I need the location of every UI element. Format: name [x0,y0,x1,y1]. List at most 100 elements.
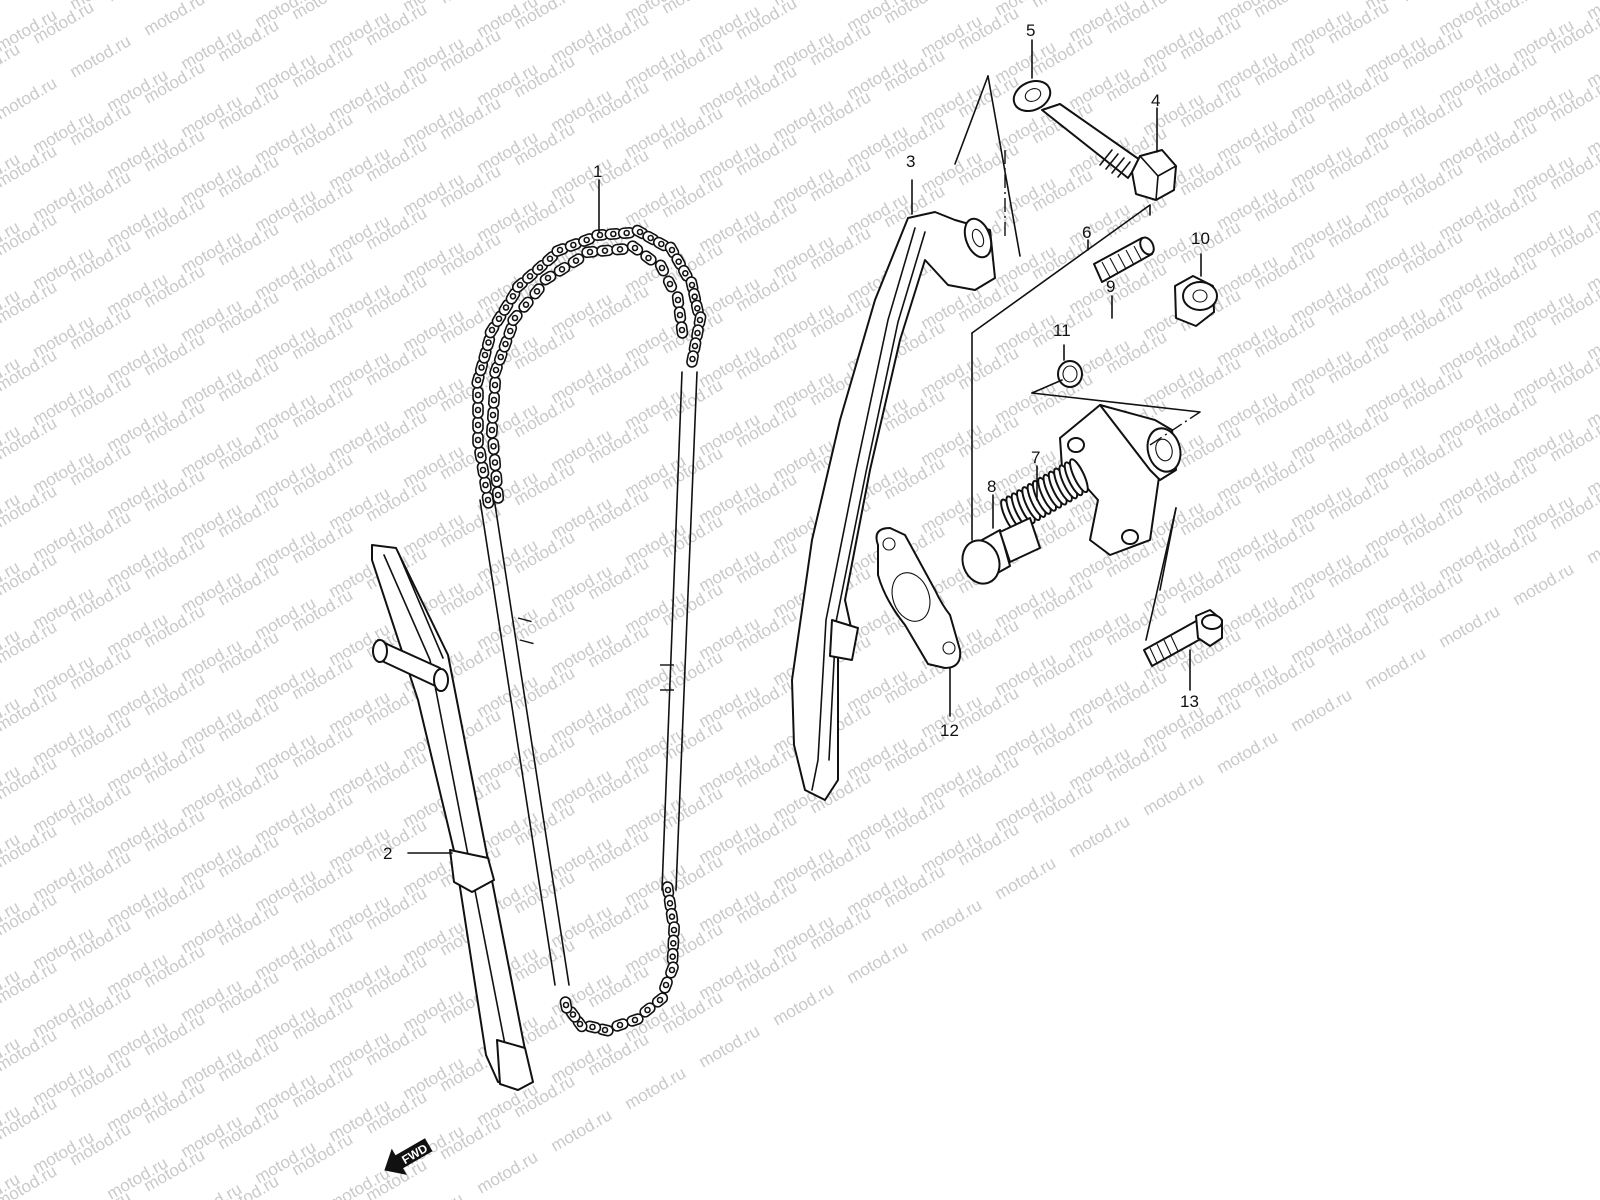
leader-lines [407,39,1202,854]
chain-pin [482,481,489,489]
chain-pin [596,231,604,239]
spring-9 [1093,236,1155,283]
watermark-text: motod.ru [0,889,60,939]
o-ring-11 [1057,360,1083,388]
chain-pin [509,292,517,300]
assembly-lines-upper [954,75,1021,257]
watermark-text: motod.ru [1066,811,1134,861]
chain-pin [658,240,665,248]
callout-4: 4 [1151,91,1160,110]
cap-nut-10 [1174,275,1218,327]
watermark-text: motod.ru [0,821,60,871]
callout-11: 11 [1053,321,1071,340]
watermark-text: motod.ru [0,209,60,259]
chain-pin [544,274,552,282]
coil-turn [1069,458,1089,494]
callout-10: 10 [1191,229,1210,248]
chain-pin [494,491,502,499]
watermark-text: motod.ru [770,979,838,1029]
watermark-text: motod.ru [0,685,60,735]
chain-pin [488,326,496,334]
watermark-text: motod.ru [0,617,60,667]
chain-pin [484,496,492,504]
callout-5: 5 [1026,21,1035,40]
chain-pin [631,244,639,252]
chain-pin [670,940,677,947]
watermark-text: motod.ru [1029,0,1097,11]
watermark-text: motod.ru [918,895,986,945]
chain-pin [474,376,482,384]
chain-pin [636,228,644,236]
watermark-text: motod.ru [0,413,60,463]
chain-pin [474,421,482,429]
chain-pin [688,281,696,289]
chain-pin [631,1016,639,1024]
bolt-13 [1143,609,1223,667]
watermark-text: motod.ru [1436,601,1504,651]
chain-pin [668,246,676,254]
watermark-text: motod.ru [141,0,209,39]
chain-pin [474,391,482,399]
chain-pin [616,246,624,253]
chain-pin [522,301,530,308]
washer-5 [1012,79,1052,113]
watermark-text: motod.ru [0,957,60,1007]
assembly-lines-middle [1031,379,1201,413]
chain-pin [668,966,676,974]
chain-top-section [471,224,707,509]
chain-pin [647,234,654,242]
chain-pin [506,327,514,335]
cam-chain [471,224,707,1037]
tensioner-body-7 [1000,404,1201,556]
tensioner-assembly-bracket [971,204,1151,541]
watermark-text: motod.ru [1510,559,1578,609]
watermark-text: motod.ru [659,0,727,17]
watermark-text: motod.ru [0,0,23,21]
chain-pin [668,913,676,920]
watermark-text: motod.ru [0,549,60,599]
chain-pin [489,411,497,419]
chain-pin [491,381,499,389]
chain-pin [662,981,670,989]
watermark-text: motod.ru [474,1147,542,1197]
watermark-text: motod.ru [289,0,357,23]
watermark-text: motod.ru [807,0,875,1]
chain-pin [696,316,704,324]
chain-pin [558,266,566,273]
chain-pin [601,247,609,254]
chain-pin [490,442,497,450]
watermark-text: motod.ru [0,345,60,395]
chain-pin [562,1001,570,1009]
callout-6: 6 [1082,223,1091,242]
watermark-text: motod.ru [1214,727,1282,777]
chain-pin [644,1006,651,1014]
watermark-text: motod.ru [0,481,60,531]
chain-pin [474,406,482,414]
watermark-text: motod.ru [992,853,1060,903]
watermark-text: motod.ru [0,1025,60,1075]
watermark-text: motod.ru [67,31,135,81]
tensioner-spring-coil [1000,458,1089,534]
callout-2: 2 [383,844,392,863]
gasket-12 [875,527,962,669]
chain-pin [490,396,498,404]
chain-pin [485,339,492,346]
callout-7: 7 [1031,448,1040,467]
chain-pin [533,288,541,295]
chain-pin [623,229,630,237]
chain-pin [526,272,534,280]
watermark-text: motod.ru [437,0,505,7]
chain-pin [670,926,678,934]
watermark-text: motod.ru [1584,517,1600,567]
chain-pin [583,236,590,244]
chain-pin [691,342,699,350]
callout-1: 1 [593,162,602,181]
chain-pin [645,254,652,262]
chain-pin [689,355,696,363]
chain-pin [556,246,564,254]
chain-pin [546,255,554,263]
watermark-text: motod.ru [548,1105,616,1155]
chain-pin [488,426,496,434]
